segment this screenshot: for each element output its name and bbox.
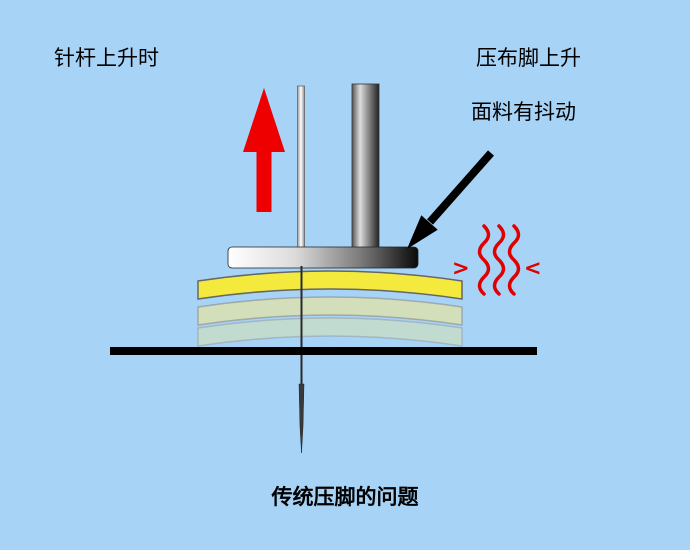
vibration-right-mark: < [524, 256, 542, 280]
fabric-layer-bottom [197, 317, 463, 347]
presser-foot [227, 246, 419, 269]
fabric-layer-middle [197, 296, 463, 326]
pointer-arrow-icon [407, 150, 494, 249]
vibration-left-mark: > [452, 256, 470, 280]
needle-tip [298, 383, 305, 454]
needle-plate-line [110, 347, 537, 355]
up-arrow-icon [243, 88, 285, 212]
vibration-waves-icon [477, 224, 521, 296]
label-needle-bar-rising: 针杆上升时 [54, 46, 159, 70]
needle-bar-rod [297, 85, 305, 253]
caption-title: 传统压脚的问题 [271, 485, 419, 509]
label-presser-foot-rising: 压布脚上升 [476, 46, 581, 70]
label-fabric-shaking: 面料有抖动 [471, 100, 576, 124]
fabric-layer-top [197, 270, 463, 300]
presser-bar-rod [351, 83, 380, 261]
